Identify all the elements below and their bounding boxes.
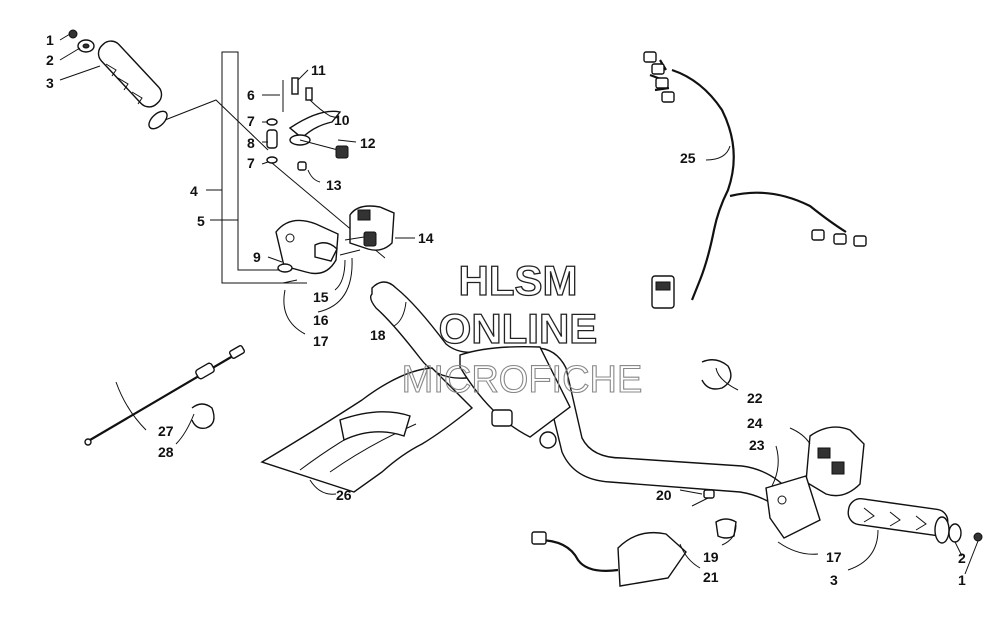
right-grip <box>847 498 950 544</box>
watermark-line-3: MICROFICHE <box>402 359 643 401</box>
callout-18: 18 <box>370 327 386 343</box>
callout-2-left: 2 <box>46 52 54 68</box>
bracket-lines <box>164 51 307 284</box>
wiring-harness <box>643 51 867 309</box>
watermark-line-2: ONLINE <box>439 305 598 352</box>
callout-24: 24 <box>747 415 763 431</box>
right-switch-assembly <box>765 426 865 539</box>
throttle-cable <box>84 345 246 446</box>
callout-26: 26 <box>336 487 352 503</box>
callout-16: 16 <box>313 312 329 328</box>
callout-22: 22 <box>747 390 763 406</box>
watermark-line-1: HLSM <box>459 257 578 304</box>
callout-2-right: 2 <box>958 550 966 566</box>
callout-6: 6 <box>247 87 255 103</box>
cable-clip <box>191 403 215 430</box>
callout-14: 14 <box>418 230 434 246</box>
left-switch <box>344 205 395 251</box>
watermark: HLSM ONLINE MICROFICHE <box>401 256 643 401</box>
callout-1-right: 1 <box>958 572 966 588</box>
callout-7-upper: 7 <box>247 113 255 129</box>
callout-19: 19 <box>703 549 719 565</box>
callout-25: 25 <box>680 150 696 166</box>
callout-17-left: 17 <box>313 333 329 349</box>
callout-10: 10 <box>334 112 350 128</box>
callout-4: 4 <box>190 183 198 199</box>
callout-13: 13 <box>326 177 342 193</box>
callout-7-lower: 7 <box>247 155 255 171</box>
callout-labels: 1 2 3 4 5 6 7 7 8 9 10 11 12 13 14 15 16… <box>46 32 966 588</box>
callout-27: 27 <box>158 423 174 439</box>
hand-warmer-parts <box>531 359 737 587</box>
callout-9: 9 <box>253 249 261 265</box>
left-grip <box>97 40 168 130</box>
callout-11: 11 <box>311 62 326 78</box>
throttle-lever <box>288 110 349 159</box>
throttle-housing <box>275 219 339 275</box>
callout-8: 8 <box>247 135 255 151</box>
callout-1-left: 1 <box>46 32 54 48</box>
callout-23: 23 <box>749 437 765 453</box>
callout-12: 12 <box>360 135 376 151</box>
callout-3-right: 3 <box>830 572 838 588</box>
callout-28: 28 <box>158 444 174 460</box>
callout-20: 20 <box>656 487 672 503</box>
right-screw-washer <box>948 523 983 543</box>
handlebar <box>369 281 793 516</box>
handlebar-pad <box>260 367 474 493</box>
leader-lines <box>59 33 979 575</box>
callout-5: 5 <box>197 213 205 229</box>
callout-15: 15 <box>313 289 329 305</box>
callout-21: 21 <box>703 569 719 585</box>
left-screw-washer <box>68 29 95 53</box>
lever-hardware <box>266 77 313 171</box>
callout-3-left: 3 <box>46 75 54 91</box>
screws-15-17 <box>282 249 361 284</box>
callout-17-right: 17 <box>826 549 842 565</box>
